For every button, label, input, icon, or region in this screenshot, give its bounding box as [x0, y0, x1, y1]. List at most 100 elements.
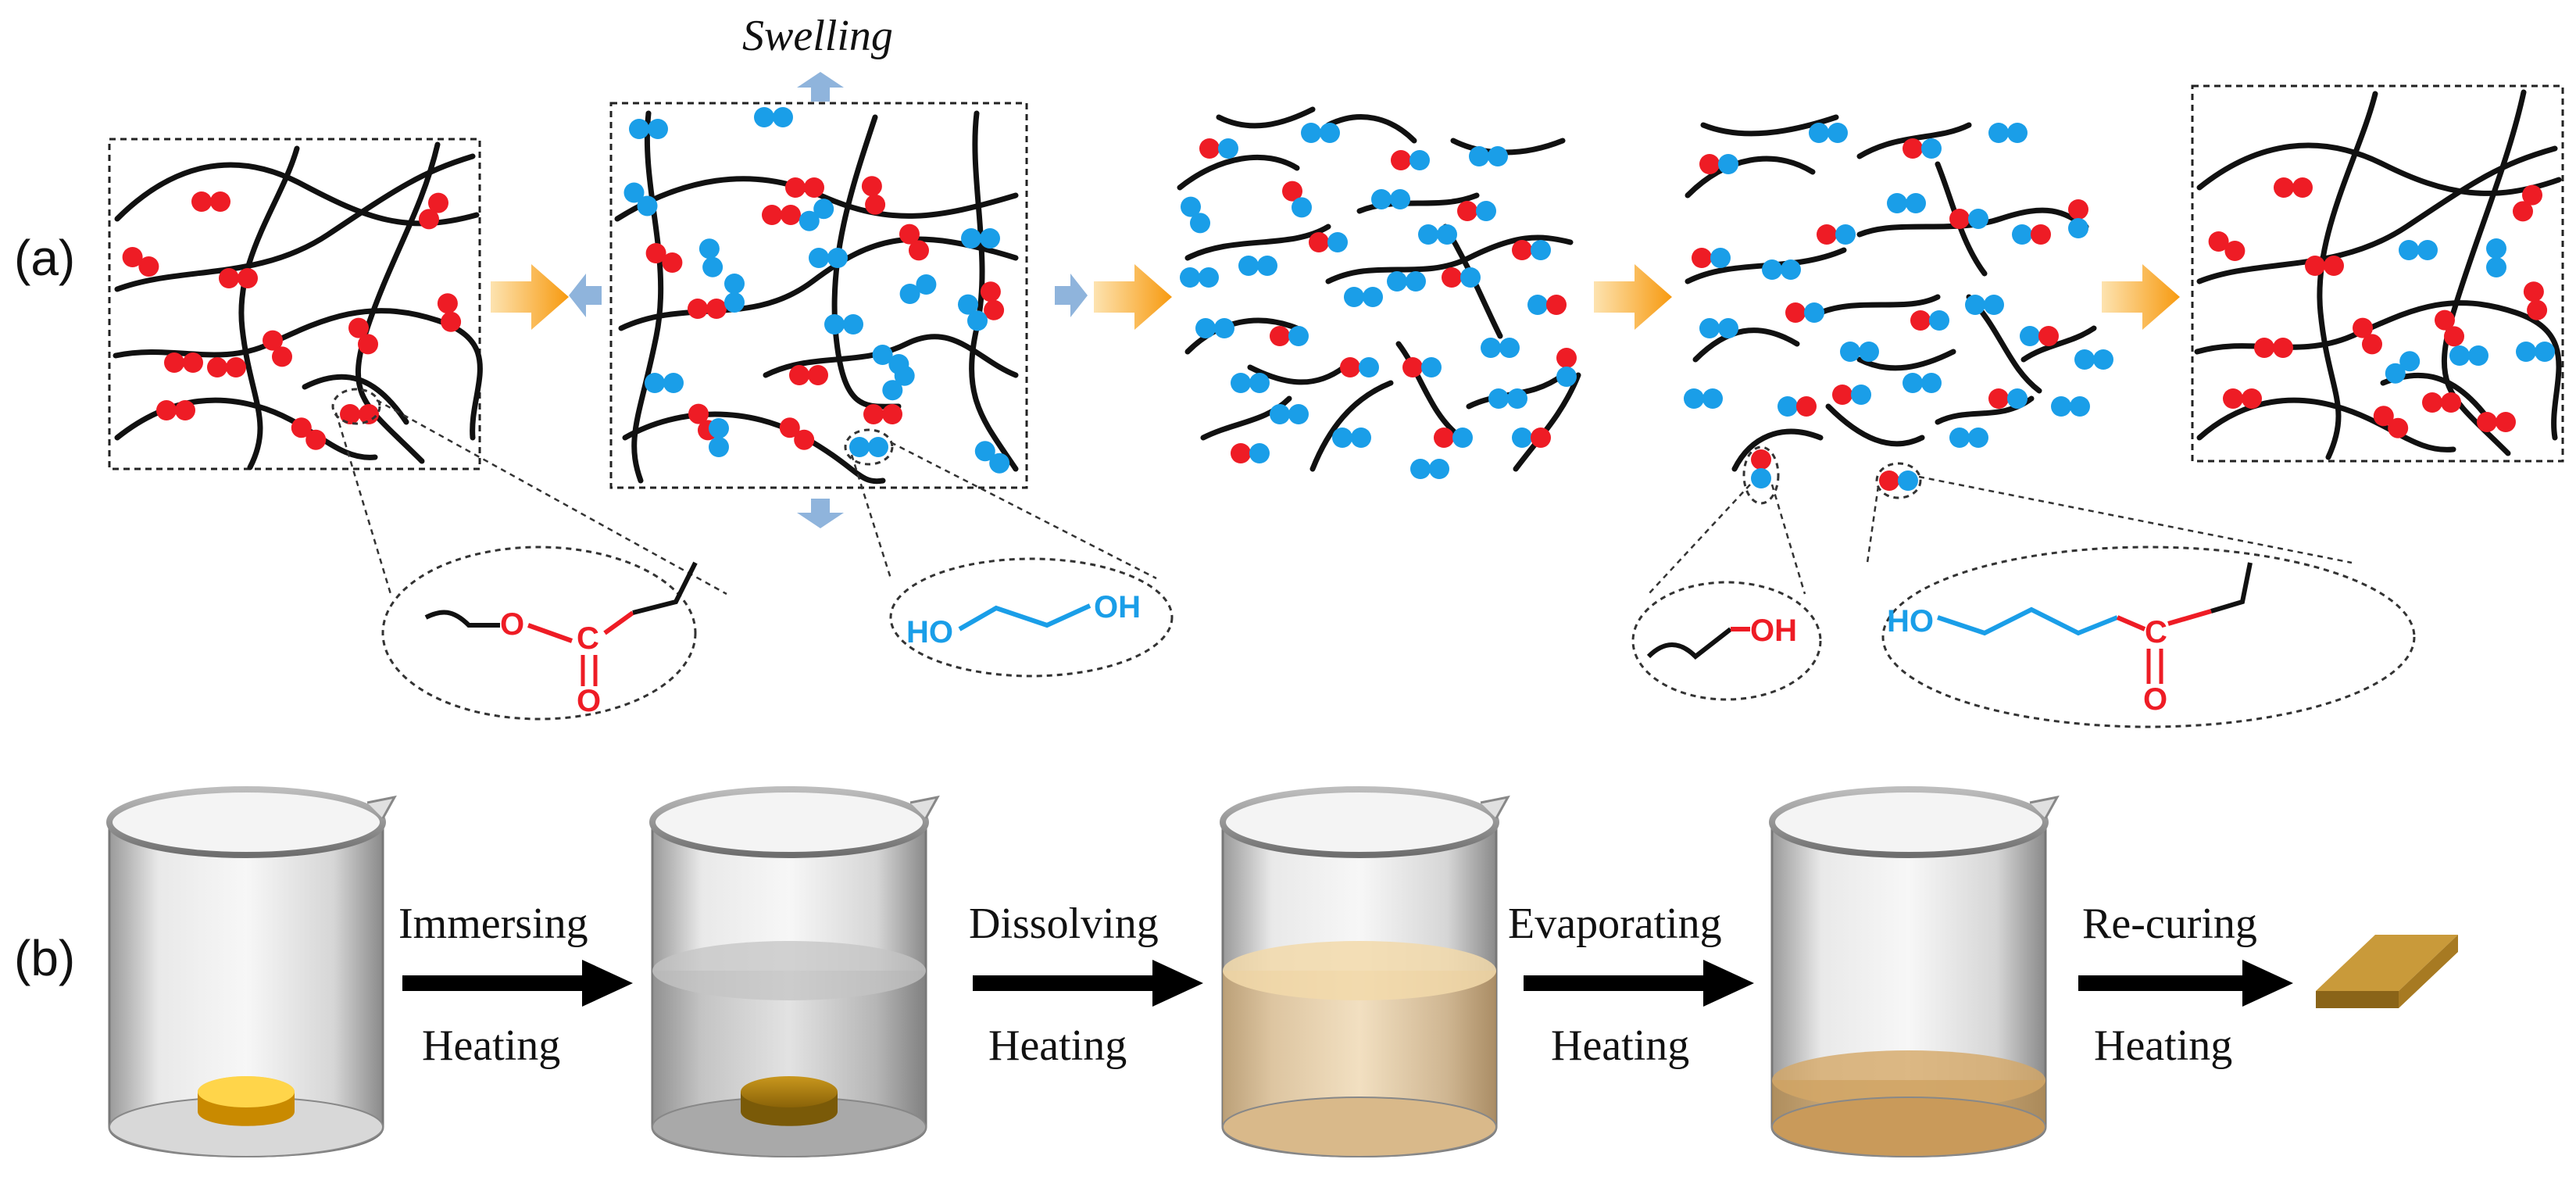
- glycol-dot: [1460, 267, 1481, 288]
- ester-dot: [1402, 357, 1423, 377]
- glycol-dot: [2012, 224, 2032, 245]
- step-3-top: Evaporating: [1508, 900, 1722, 948]
- zoom-ester: [381, 546, 697, 721]
- ester-dot: [1340, 357, 1360, 377]
- glycol-dot: [702, 256, 723, 277]
- glycol-dot: [974, 441, 995, 462]
- ester-dot: [1282, 181, 1302, 202]
- step-arrow-icon: [1524, 960, 1754, 1007]
- ester-dot: [1270, 326, 1290, 346]
- ester-dot: [2441, 392, 2461, 413]
- glycol-dot: [1718, 154, 1738, 174]
- ester-dot: [688, 299, 708, 319]
- swelling-label: Swelling: [742, 12, 893, 60]
- glycol-dot: [1906, 193, 1926, 213]
- glycol-dot: [1421, 357, 1442, 377]
- hydroxyl-o: OH: [1750, 614, 1797, 648]
- glycol-dot: [1804, 302, 1824, 323]
- ester-dot: [164, 352, 184, 373]
- glycol-dot: [1488, 146, 1508, 166]
- glycol-dot: [1684, 388, 1704, 409]
- glycol-dot: [1452, 428, 1473, 448]
- network-swollen-box: [609, 102, 1028, 489]
- glycol-dot: [1702, 388, 1723, 409]
- glycol-dot: [1988, 123, 2009, 143]
- ester-c: C: [577, 621, 599, 656]
- glycol-dot: [1327, 232, 1348, 252]
- orange-arrow-icon: [1094, 264, 1172, 330]
- arrow-right-icon: [1055, 274, 1088, 317]
- glycol-dot: [827, 248, 848, 268]
- glycol-dot: [2535, 342, 2555, 362]
- ester-dot: [1391, 150, 1411, 170]
- step-2: Dissolving Heating: [969, 900, 1203, 1070]
- glycol-dot: [1984, 295, 2004, 315]
- ester-dot: [156, 400, 177, 420]
- ester-dot: [2477, 412, 2497, 432]
- glycol-dot: [809, 248, 829, 268]
- ester-dot: [662, 252, 683, 273]
- glycol-dot: [637, 195, 658, 216]
- ester-dot: [1817, 224, 1837, 245]
- glycol-dot: [1359, 357, 1379, 377]
- ester-dot: [1988, 388, 2009, 409]
- glycol-dot: [1710, 248, 1731, 268]
- ester-dot: [2527, 299, 2548, 320]
- ester-dot: [2254, 338, 2274, 358]
- ester-dot: [1531, 428, 1551, 448]
- glycol-dot: [709, 437, 729, 457]
- glycol-dot: [663, 373, 684, 393]
- glycol-dot: [958, 294, 978, 315]
- zoom-source-ester: [331, 388, 381, 425]
- ester-dot: [272, 346, 292, 367]
- glycol-dot: [1903, 373, 1923, 393]
- glycol-dot: [623, 182, 645, 203]
- glycol-dot: [1390, 189, 1410, 209]
- ester-dot: [2208, 231, 2229, 252]
- ester-dot: [899, 224, 920, 245]
- ester-dot: [688, 403, 709, 424]
- arrow-down-icon: [797, 499, 844, 528]
- glycol-dot: [724, 292, 745, 313]
- glycol-dot: [2417, 240, 2438, 260]
- ester-dot: [863, 404, 884, 424]
- beaker-1: [106, 786, 397, 1157]
- glycol-dot: [754, 107, 774, 127]
- ester-dot: [1751, 449, 1771, 470]
- glycol-dot: [1332, 428, 1352, 448]
- ester-dot: [238, 268, 258, 288]
- zoom-callouts: [331, 388, 2416, 728]
- zoom-source-glycol: [844, 428, 894, 466]
- glycol-dot: [1238, 256, 1259, 276]
- glycol-dot: [1292, 197, 1312, 218]
- ester-dot: [263, 330, 283, 351]
- ester-dot: [1796, 396, 1817, 417]
- ester-dot: [645, 243, 666, 263]
- glycol-dot: [868, 437, 888, 457]
- glycol-dot: [2093, 349, 2113, 370]
- ester-dot: [1231, 443, 1251, 463]
- hydroxy-ester-structure: HO C O: [1887, 562, 2253, 717]
- process-arrows: [491, 264, 2180, 330]
- glycol-dot: [1968, 428, 1988, 448]
- arrow-left-icon: [569, 274, 602, 317]
- glycol-dot: [1301, 123, 1321, 143]
- ester-dot: [358, 334, 378, 355]
- glycol-dot: [1218, 138, 1238, 159]
- glycol-dot: [1214, 318, 1234, 338]
- orange-arrow-icon: [491, 264, 569, 330]
- glycol-dot: [2068, 218, 2088, 238]
- zoom-hydroxy-ester: [1881, 546, 2416, 728]
- glycol-dot: [1180, 267, 1200, 288]
- ester-dot: [1692, 248, 1712, 268]
- ester-dot: [865, 194, 886, 215]
- glycol-dot: [882, 380, 903, 401]
- polymer-disk: [741, 1076, 838, 1107]
- ester-dot: [2305, 256, 2325, 276]
- glycol-dot: [1288, 326, 1309, 346]
- ester-dot: [1512, 240, 1532, 260]
- ester-dot: [2373, 406, 2394, 427]
- glycol-dot: [1898, 470, 1918, 491]
- glycol-oh: OH: [1094, 590, 1141, 624]
